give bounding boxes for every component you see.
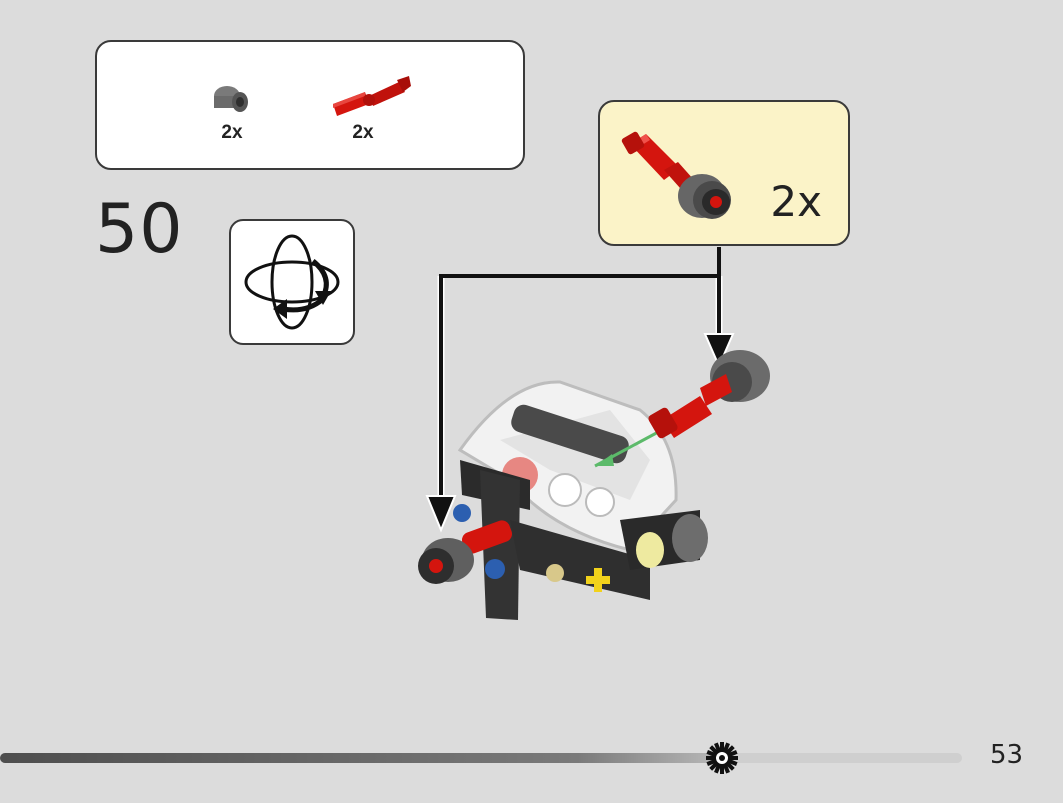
arrowhead-right <box>703 333 735 369</box>
progress-fill <box>0 753 722 763</box>
arrowhead-left <box>425 495 457 533</box>
page-number: 53 <box>990 740 1024 770</box>
axle-bush-subassembly-icon <box>621 131 731 219</box>
progress-gear-icon <box>705 742 738 774</box>
red-axle-connector-icon <box>333 76 411 116</box>
part-gray-bush: 2x <box>207 80 257 144</box>
part-qty: 2x <box>352 122 374 143</box>
parts-callout: 2x 2x <box>95 40 525 170</box>
submodel-callout: 2x <box>598 100 850 246</box>
assembly-model <box>418 350 770 620</box>
part-qty: 2x <box>221 122 243 143</box>
rotate-model-icon <box>244 234 340 330</box>
gray-bush-icon <box>214 86 248 112</box>
rotate-callout <box>229 219 355 345</box>
progress-bar <box>0 742 962 774</box>
submodel-qty: 2x <box>770 177 822 226</box>
part-red-connector: 2x <box>325 74 415 144</box>
step-number: 50 <box>95 190 184 269</box>
